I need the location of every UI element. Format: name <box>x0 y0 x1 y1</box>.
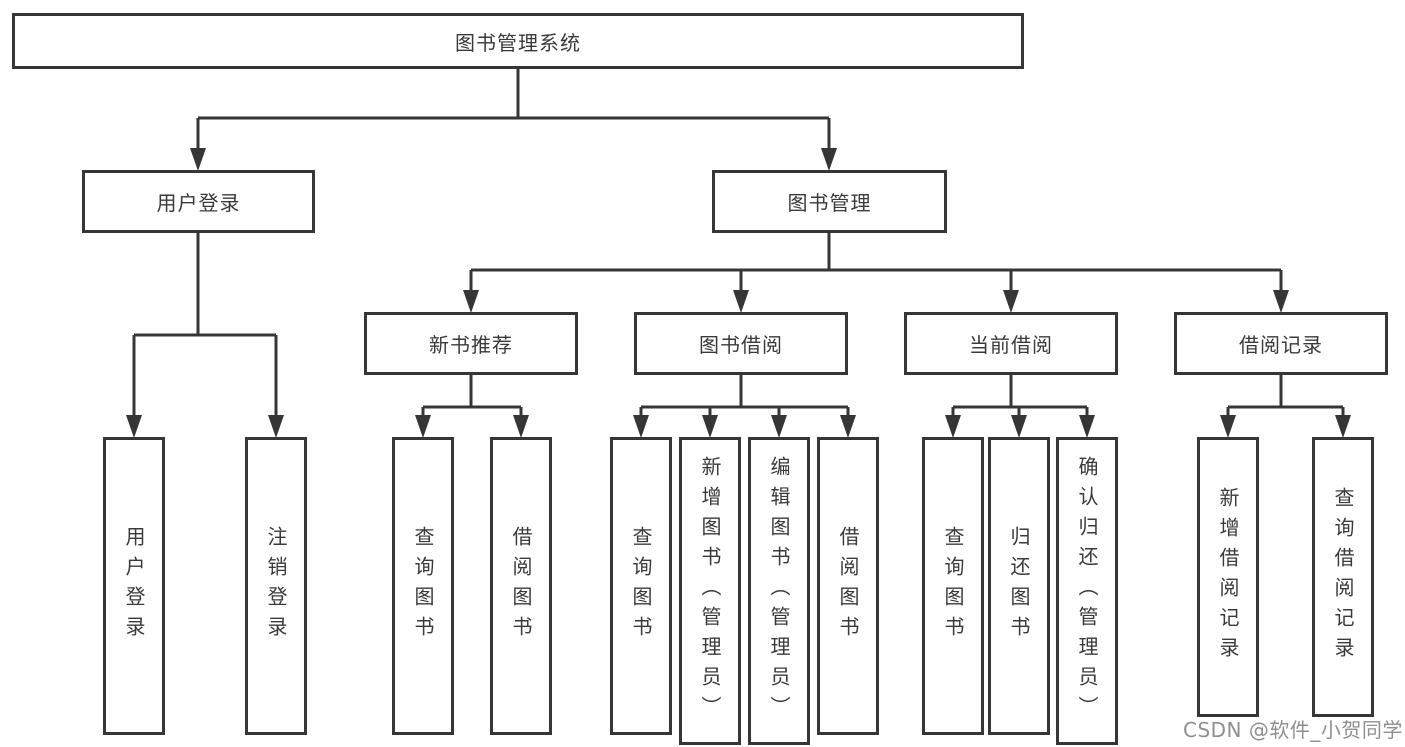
arrowhead-icon <box>463 290 479 313</box>
leaf-query-borrow-record: 查询借阅记录 <box>1312 437 1374 717</box>
node-new-book-recommend: 新书推荐 <box>364 312 578 375</box>
arrowhead-icon <box>126 415 142 438</box>
leaf-query-books-current: 查询图书 <box>922 437 984 735</box>
node-label: 当前借阅 <box>969 333 1053 357</box>
leaf-borrow-books: 借阅图书 <box>817 437 879 735</box>
csdn-watermark: CSDN @软件_小贺同学 <box>1183 718 1403 742</box>
leaf-label: 查询图书 <box>629 526 653 646</box>
node-book-borrowing: 图书借阅 <box>634 312 848 375</box>
arrowhead-icon <box>268 415 284 438</box>
arrowhead-icon <box>1335 415 1351 438</box>
leaf-label: 注销登录 <box>264 526 288 646</box>
leaf-label: 查询图书 <box>411 526 435 646</box>
arrowhead-icon <box>1003 290 1019 313</box>
node-label: 图书借阅 <box>699 333 783 357</box>
arrowhead-icon <box>1220 415 1236 438</box>
arrowhead-icon <box>513 415 529 438</box>
leaf-label: 编辑图书（管理员） <box>767 456 791 726</box>
leaf-label: 借阅图书 <box>836 526 860 646</box>
node-current-borrowing: 当前借阅 <box>904 312 1118 375</box>
leaf-add-books-admin: 新增图书（管理员） <box>679 437 741 745</box>
leaf-logout: 注销登录 <box>245 437 307 735</box>
leaf-return-books: 归还图书 <box>988 437 1050 735</box>
node-label: 新书推荐 <box>429 333 513 357</box>
arrowhead-icon <box>821 148 837 171</box>
node-library-system-root: 图书管理系统 <box>12 13 1024 69</box>
node-user-login: 用户登录 <box>82 170 315 233</box>
leaf-label: 归还图书 <box>1007 526 1031 646</box>
leaf-user-login: 用户登录 <box>103 437 165 735</box>
arrowhead-icon <box>1011 415 1027 438</box>
leaf-label: 用户登录 <box>122 526 146 646</box>
node-book-management: 图书管理 <box>712 170 947 233</box>
arrowhead-icon <box>1079 415 1095 438</box>
arrowhead-icon <box>190 148 206 171</box>
arrowhead-icon <box>633 415 649 438</box>
leaf-add-borrow-record: 新增借阅记录 <box>1197 437 1259 717</box>
leaf-confirm-return-admin: 确认归还（管理员） <box>1056 437 1118 745</box>
leaf-query-books-recommend: 查询图书 <box>392 437 454 735</box>
leaf-label: 查询图书 <box>941 526 965 646</box>
leaf-label: 确认归还（管理员） <box>1075 456 1099 726</box>
arrowhead-icon <box>771 415 787 438</box>
leaf-edit-books-admin: 编辑图书（管理员） <box>748 437 810 745</box>
leaf-label: 查询借阅记录 <box>1331 487 1355 667</box>
node-label: 借阅记录 <box>1239 333 1323 357</box>
arrowhead-icon <box>702 415 718 438</box>
arrowhead-icon <box>1273 290 1289 313</box>
leaf-query-books-borrowing: 查询图书 <box>610 437 672 735</box>
leaf-borrow-books-recommend: 借阅图书 <box>490 437 552 735</box>
arrowhead-icon <box>945 415 961 438</box>
arrowhead-icon <box>733 290 749 313</box>
leaf-label: 新增图书（管理员） <box>698 456 722 726</box>
arrowhead-icon <box>840 415 856 438</box>
node-label: 图书管理 <box>787 191 872 215</box>
leaf-label: 新增借阅记录 <box>1216 487 1240 667</box>
node-label: 用户登录 <box>156 191 241 215</box>
node-label: 图书管理系统 <box>455 30 581 55</box>
node-borrowing-records: 借阅记录 <box>1174 312 1388 375</box>
leaf-label: 借阅图书 <box>509 526 533 646</box>
arrowhead-icon <box>415 415 431 438</box>
